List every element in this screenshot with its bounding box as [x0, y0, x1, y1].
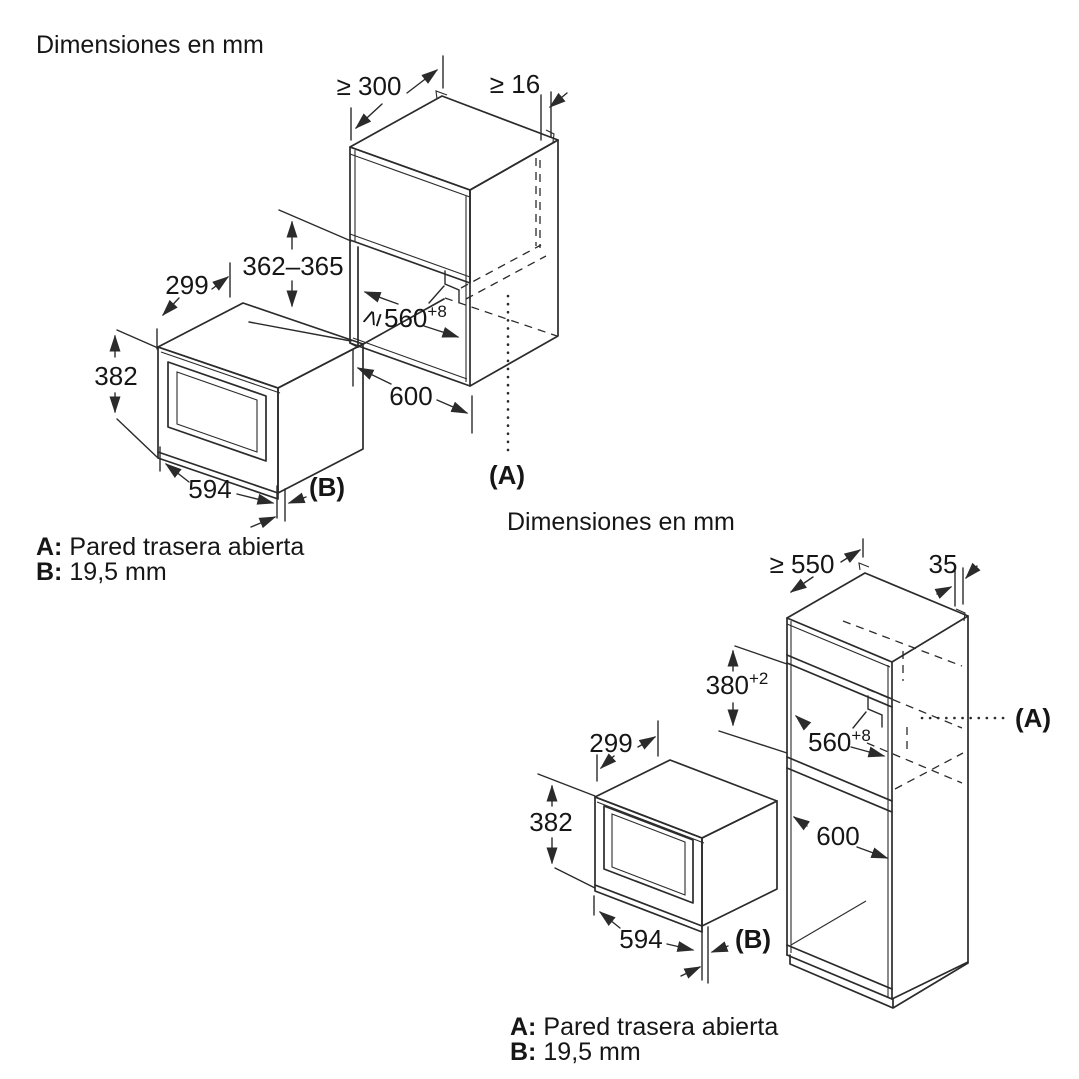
dim-mw-height: 382 — [94, 329, 159, 459]
dim-niche-width: 560+8 — [794, 695, 886, 758]
plinth — [789, 954, 969, 1009]
label-b: (B) — [735, 924, 771, 954]
svg-text:600: 600 — [389, 381, 432, 411]
microwave-outline — [594, 759, 778, 933]
microwave-window — [176, 371, 258, 453]
label-a: (A) — [489, 294, 525, 490]
microwave-window — [611, 813, 686, 896]
legend: A:Pared trasera abierta B:19,5 mm — [36, 533, 304, 586]
label-a: (A) — [920, 703, 1051, 733]
diagram2-title: Dimensiones en mm — [507, 508, 735, 536]
svg-text:594: 594 — [188, 474, 231, 504]
svg-text:35: 35 — [929, 549, 958, 579]
bottom-shelf — [786, 944, 893, 1000]
svg-text:380+2: 380+2 — [706, 669, 769, 700]
legend-line-b: B:19,5 mm — [36, 558, 167, 586]
open-back-dashed — [444, 297, 558, 337]
svg-text:594: 594 — [619, 924, 662, 954]
dim-mw-depth: 299 — [156, 262, 231, 350]
dim-lower-height: 600 — [792, 816, 889, 859]
dim-niche-height: 380+2 — [706, 645, 788, 754]
svg-text:382: 382 — [94, 361, 137, 391]
dim-niche-height: 362–365 — [242, 209, 352, 342]
svg-text:600: 600 — [816, 821, 859, 851]
dim-side-thickness: ≥ 16 — [490, 69, 568, 141]
upper-shelf — [786, 654, 893, 708]
dim-mw-width: 594 — [159, 446, 307, 529]
svg-text:299: 299 — [589, 728, 632, 758]
dim-rear-gap: 35 — [929, 549, 981, 607]
label-b: (B) — [309, 472, 345, 502]
dim-mw-width: 594 — [593, 895, 729, 984]
dim-mw-height: 382 — [529, 773, 596, 889]
svg-text:(A): (A) — [489, 460, 525, 490]
microwave-door — [603, 805, 694, 904]
svg-text:560+8: 560+8 — [384, 302, 447, 333]
svg-text:≥ 550: ≥ 550 — [770, 549, 835, 579]
dim-niche-width: ≥ 560+8 — [355, 270, 460, 338]
microwave-outline — [157, 302, 364, 500]
legend-line-b: B:19,5 mm — [510, 1038, 641, 1066]
open-back-dashed — [842, 620, 963, 667]
diagram1-title: Dimensiones en mm — [36, 31, 264, 59]
svg-text:(A): (A) — [1015, 703, 1051, 733]
legend-line-a: A:Pared trasera abierta — [36, 533, 304, 561]
svg-text:560+8: 560+8 — [808, 726, 871, 757]
legend: A:Pared trasera abierta B:19,5 mm — [510, 1013, 778, 1066]
dim-top-depth: ≥ 550 — [770, 538, 864, 593]
diagram-wall-cabinet: Dimensiones en mm — [36, 31, 568, 586]
legend-line-a: A:Pared trasera abierta — [510, 1013, 778, 1041]
lower-shelf — [786, 756, 893, 813]
svg-text:≥ 300: ≥ 300 — [337, 71, 402, 101]
svg-text:≥: ≥ — [355, 306, 388, 329]
cabinet-outline — [349, 90, 559, 387]
dim-cabinet-width: 600 — [352, 349, 473, 434]
dim-top-depth: ≥ 300 — [337, 55, 444, 141]
svg-text:299: 299 — [165, 270, 208, 300]
svg-text:362–365: 362–365 — [242, 251, 343, 281]
svg-text:≥ 16: ≥ 16 — [490, 69, 540, 99]
svg-text:382: 382 — [529, 807, 572, 837]
diagram-tall-cabinet: Dimensiones en mm — [507, 508, 1051, 1066]
dim-mw-depth: 299 — [589, 720, 659, 782]
microwave-door — [167, 361, 267, 462]
cabinet-outline — [786, 562, 969, 1009]
